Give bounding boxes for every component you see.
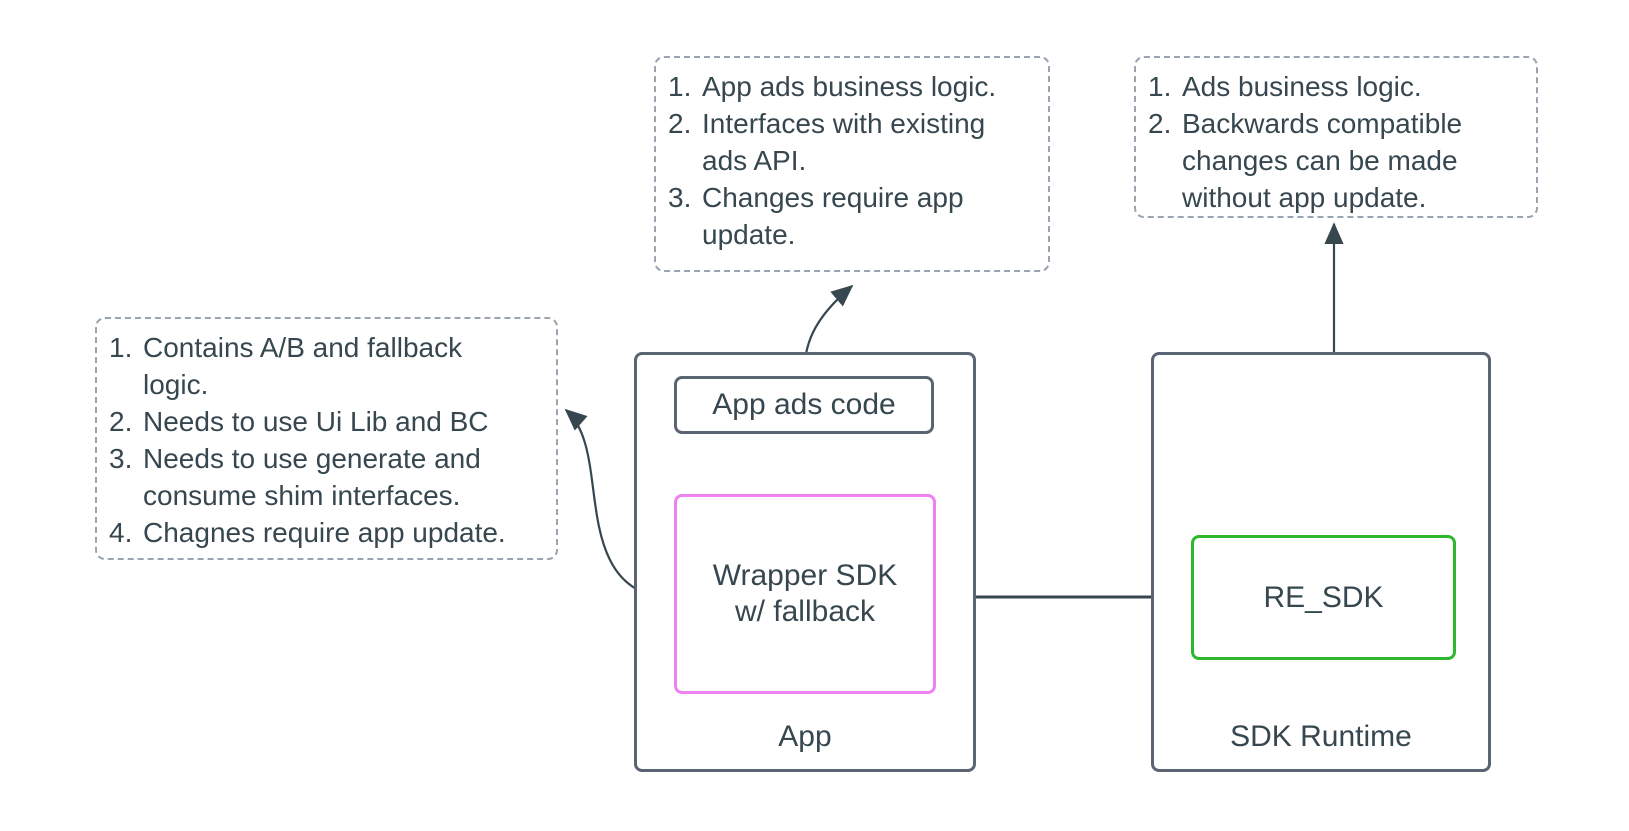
note-item: Interfaces with existing ads API. <box>668 105 986 176</box>
note-item: Contains A/B and fallback logic. <box>109 329 463 400</box>
note-item: Chagnes require app update. <box>109 514 506 551</box>
note-app-ads-code: App ads business logic. Interfaces with … <box>654 56 1050 272</box>
node-wrapper-sdk-label: Wrapper SDK w/ fallback <box>712 559 898 628</box>
node-wrapper-sdk[interactable]: Wrapper SDK w/ fallback <box>674 494 936 694</box>
note-item: Needs to use Ui Lib and BC <box>109 403 489 440</box>
note-item: Ads business logic. <box>1148 68 1422 105</box>
container-app-label: App <box>778 720 832 753</box>
note-app-ads-code-list: App ads business logic. Interfaces with … <box>668 68 1034 253</box>
note-re-sdk: Ads business logic. Backwards compatible… <box>1134 56 1538 218</box>
node-app-ads-code[interactable]: App ads code <box>674 376 934 434</box>
note-wrapper-sdk: Contains A/B and fallback logic. Needs t… <box>95 317 558 560</box>
node-re-sdk-label: RE_SDK <box>1263 580 1384 614</box>
note-re-sdk-list: Ads business logic. Backwards compatible… <box>1148 68 1522 216</box>
note-item: Changes require app update. <box>668 179 964 250</box>
note-wrapper-sdk-list: Contains A/B and fallback logic. Needs t… <box>109 329 542 551</box>
container-sdk-runtime-label: SDK Runtime <box>1230 720 1412 753</box>
node-re-sdk[interactable]: RE_SDK <box>1191 535 1456 660</box>
node-app-ads-code-label: App ads code <box>712 388 896 421</box>
note-item: Backwards compatible changes can be made… <box>1148 105 1463 213</box>
note-item: App ads business logic. <box>668 68 997 105</box>
note-item: Needs to use generate and consume shim i… <box>109 440 481 511</box>
